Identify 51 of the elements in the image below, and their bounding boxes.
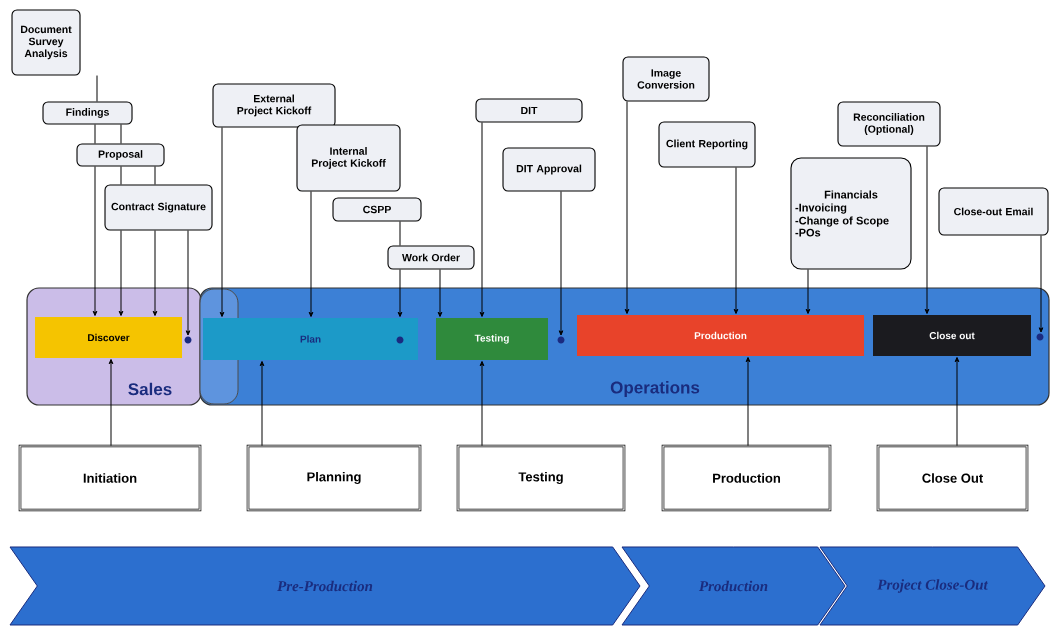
node-label: Project Close-Out: [877, 579, 989, 593]
callout-box: DIT Approval: [502, 147, 596, 192]
phase-bar: Plan: [203, 318, 418, 360]
arrow: [108, 358, 114, 447]
arrow: [558, 191, 564, 336]
stage-box: Initiation: [18, 444, 202, 512]
arrow: [479, 360, 485, 447]
arrow: [745, 356, 751, 447]
node-label: Production: [698, 580, 768, 592]
callout-box: Reconciliation (Optional): [837, 101, 941, 147]
callout-box: CSPP: [332, 197, 422, 222]
arrow: [259, 360, 265, 447]
phase-bar: Discover: [35, 317, 182, 358]
arrow: [733, 167, 739, 314]
stage-box: Testing: [456, 444, 626, 512]
callout-box: Contract Signature: [104, 184, 213, 231]
arrow: [397, 269, 403, 317]
arrow: [1038, 235, 1044, 333]
callout-box: Proposal: [76, 143, 165, 167]
arrow: [118, 230, 124, 316]
node-label: Pre-Production: [277, 580, 373, 592]
callout-box: External Project Kickoff: [212, 83, 336, 128]
callout-box: Close-out Email: [938, 187, 1049, 236]
arrow: [152, 230, 158, 316]
arrow: [624, 101, 630, 314]
arrow: [185, 230, 191, 336]
arrow: [924, 146, 930, 314]
arrow: [479, 122, 485, 317]
callout-box: Document Survey Analysis: [11, 9, 81, 76]
phase-bar: Production: [577, 315, 864, 356]
arrow: [92, 166, 98, 316]
stage-box: Planning: [246, 444, 422, 512]
callout-box: Internal Project Kickoff: [296, 124, 401, 192]
phase-bar: Testing: [436, 318, 548, 360]
arrow: [805, 269, 811, 314]
callout-box: Image Conversion: [622, 56, 710, 102]
callout-box: Client Reporting: [658, 121, 756, 168]
callout-box: Findings: [42, 101, 133, 125]
arrow: [954, 356, 960, 447]
arrow: [219, 127, 225, 317]
callout-box: Financials -Invoicing -Change of Scope -POs: [790, 157, 912, 270]
phase-bar: Close out: [873, 315, 1031, 356]
callout-box: Work Order: [387, 245, 475, 270]
stage-box: Production: [661, 444, 832, 512]
arrow: [308, 191, 314, 317]
phase-banner: Pre-Production: [9, 546, 641, 626]
stage-box: Close Out: [876, 444, 1029, 512]
phase-banner: Project Close-Out: [819, 546, 1046, 626]
arrow: [437, 269, 443, 317]
phase-banner: Production: [621, 546, 846, 626]
callout-box: DIT: [475, 98, 583, 123]
